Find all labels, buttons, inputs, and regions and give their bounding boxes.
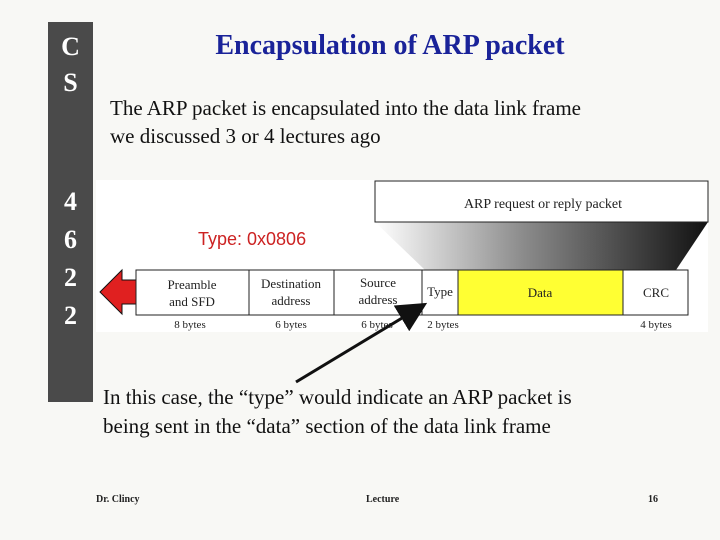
data-field-label: Data: [528, 285, 553, 300]
encapsulation-funnel: [375, 222, 708, 270]
preamble-label-line1: Preamble: [167, 277, 216, 292]
field-type: [421, 269, 459, 316]
caption-line-1: In this case, the “type” would indicate …: [103, 385, 572, 409]
crc-field-label: CRC: [643, 285, 669, 300]
type-code-label: Type: 0x0806: [198, 229, 306, 249]
footer-page-number: 16: [648, 494, 658, 505]
sidebar-digit-2b: 2: [64, 301, 77, 330]
intro-line-2: we discussed 3 or 4 lectures ago: [110, 124, 381, 148]
arp-packet-box: [374, 180, 709, 223]
sidebar-bar: C S 4 6 2 2: [48, 22, 93, 402]
size-type: 2 bytes: [427, 319, 458, 331]
size-destination: 6 bytes: [275, 319, 306, 331]
sidebar-letter-s: S: [63, 68, 78, 97]
field-data: [457, 269, 624, 316]
slide-title: Encapsulation of ARP packet: [215, 30, 565, 61]
source-label-line1: Source: [360, 275, 396, 290]
field-destination: [248, 269, 335, 316]
sidebar-letter-c: C: [61, 32, 80, 61]
size-crc: 4 bytes: [640, 319, 671, 331]
arp-packet-label: ARP request or reply packet: [464, 197, 622, 212]
caption-paragraph: In this case, the “type” would indicate …: [103, 383, 683, 441]
footer-center: Lecture: [366, 494, 400, 505]
type-field-label: Type: [427, 284, 453, 299]
sidebar-digit-6: 6: [64, 225, 77, 254]
sidebar-digit-4: 4: [64, 187, 77, 216]
caption-line-2: being sent in the “data” section of the …: [103, 414, 551, 438]
footer-author: Dr. Clincy: [96, 494, 140, 505]
pointer-arrow-icon: [295, 302, 428, 384]
destination-label-line1: Destination: [261, 276, 321, 291]
source-label-line2: address: [359, 292, 398, 307]
preamble-label-line2: and SFD: [169, 294, 215, 309]
size-preamble: 8 bytes: [174, 319, 205, 331]
sidebar-digit-2a: 2: [64, 263, 77, 292]
destination-label-line2: address: [272, 293, 311, 308]
field-crc: [622, 269, 689, 316]
intro-paragraph: The ARP packet is encapsulated into the …: [110, 94, 680, 150]
intro-line-1: The ARP packet is encapsulated into the …: [110, 96, 581, 120]
